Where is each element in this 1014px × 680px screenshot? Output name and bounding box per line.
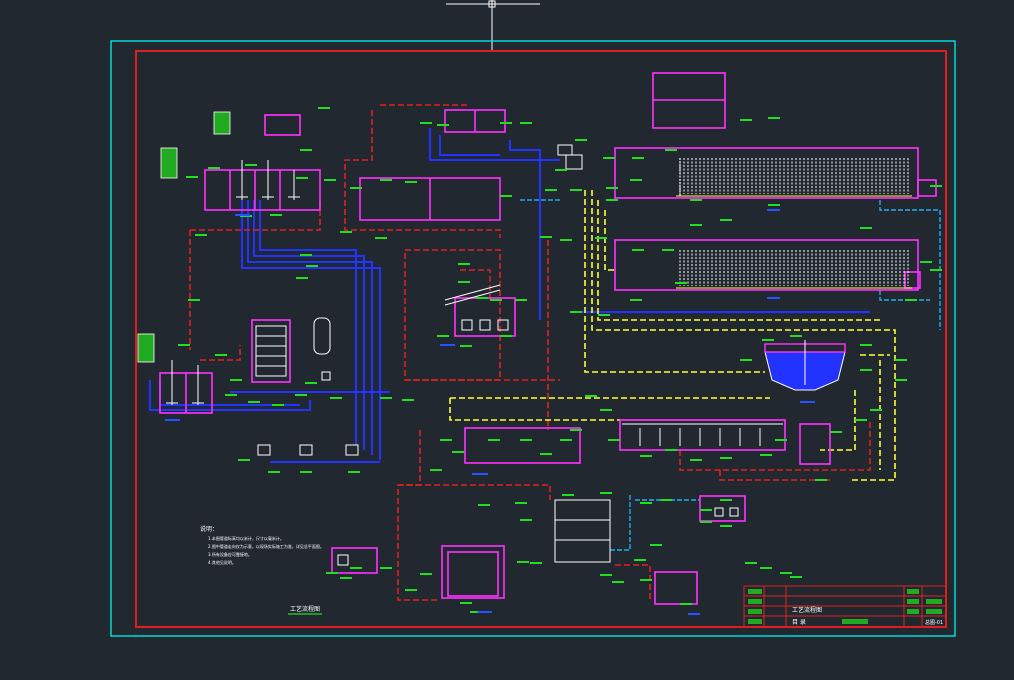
equipment	[166, 144, 783, 566]
note-line: 2.图中管道走向仅为示意，以现场实际施工为准，详见总平面图。	[208, 543, 324, 549]
note-line: 4.其他见说明。	[208, 559, 236, 565]
title-block[interactable]	[743, 585, 947, 628]
sludge-pipelines	[189, 104, 871, 601]
membrane-modules-top	[679, 158, 909, 194]
note-line: 3.所有设备应可靠接地。	[208, 551, 252, 557]
secondary-clarifier	[764, 340, 846, 391]
membrane-modules-bottom	[679, 250, 909, 286]
pipe-labels	[178, 107, 942, 613]
reuse-pipelines	[520, 199, 941, 551]
drawing-number: 总图-01	[925, 619, 943, 626]
notes-title: 说明：	[200, 525, 218, 533]
structures	[159, 72, 937, 605]
inner-frame	[135, 50, 947, 628]
title-block-fields	[748, 589, 942, 624]
note-line: 1.本图管道标高均以米计，尺寸以毫米计。	[208, 535, 284, 541]
design-notes: 说明： 1.本图管道标高均以米计，尺寸以毫米计。 2.图中管道走向仅为示意，以现…	[200, 525, 324, 565]
legend-boxes	[137, 111, 231, 363]
membrane-frames	[676, 195, 912, 289]
crosshair-cursor	[446, 0, 540, 50]
drawing-caption: 工艺流程图	[290, 605, 320, 613]
tank-tags	[165, 209, 815, 615]
air-pipelines	[149, 128, 870, 463]
sheet-label: 目 录	[792, 618, 806, 626]
drawing-name: 工艺流程图	[792, 606, 822, 614]
outer-frame	[110, 40, 956, 637]
sheet-field	[842, 619, 868, 624]
chemical-pipelines	[449, 190, 896, 481]
